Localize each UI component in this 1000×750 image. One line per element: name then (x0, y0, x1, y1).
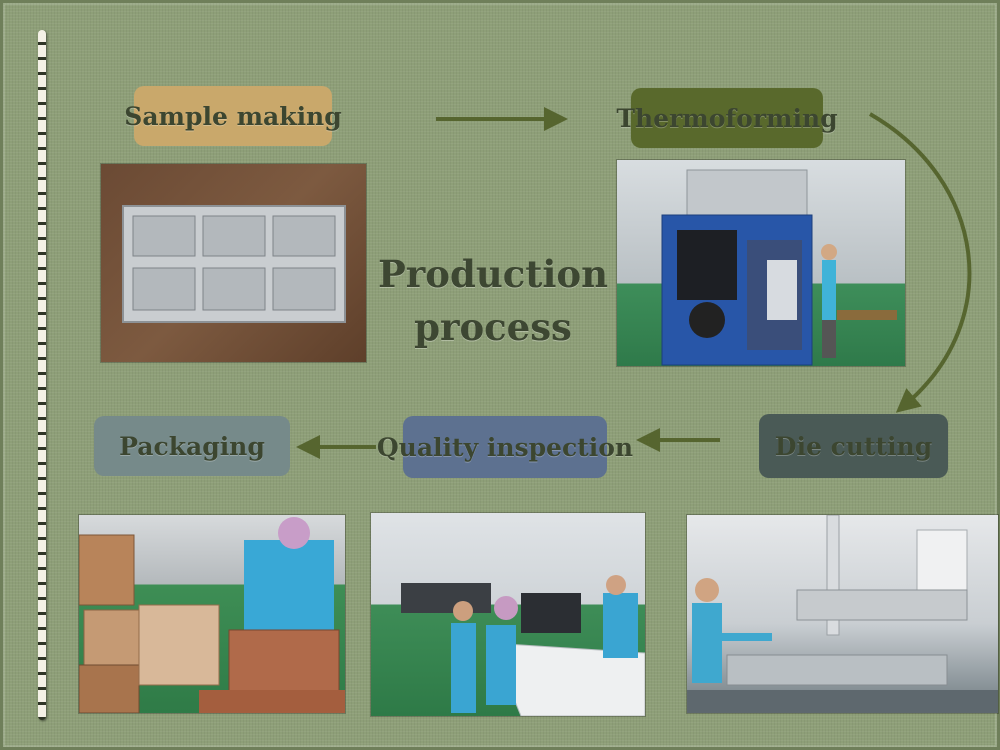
packaging-photo (79, 515, 345, 713)
step-label: Packaging (119, 431, 265, 461)
thermoforming-machine-photo (617, 160, 905, 366)
cutting-press-with-worker-icon (687, 515, 998, 713)
die-cutting-photo (687, 515, 998, 713)
aluminum-mold-icon (122, 205, 346, 323)
arrow-thermoforming-to-die-cutting (869, 112, 972, 413)
stitched-binding-decoration (38, 30, 46, 720)
step-sample-making: Sample making (124, 86, 342, 146)
machine-with-worker-icon (661, 169, 897, 366)
step-label: Die cutting (774, 431, 933, 461)
sample-mold-photo (101, 164, 366, 362)
step-label: Thermoforming (616, 103, 838, 133)
workers-at-tables-icon (401, 575, 645, 716)
diagram-title: Production process (368, 248, 618, 354)
step-packaging: Packaging (94, 416, 290, 476)
step-label: Quality inspection (376, 432, 634, 462)
step-label: Sample making (124, 101, 342, 131)
step-quality-inspection: Quality inspection (377, 416, 633, 478)
title-line-1: Production (377, 252, 609, 296)
worker-with-boxes-icon (79, 517, 345, 713)
step-die-cutting: Die cutting (759, 414, 948, 478)
title-line-2: process (414, 305, 572, 349)
step-thermoforming: Thermoforming (616, 88, 838, 148)
quality-inspection-photo (371, 513, 645, 716)
